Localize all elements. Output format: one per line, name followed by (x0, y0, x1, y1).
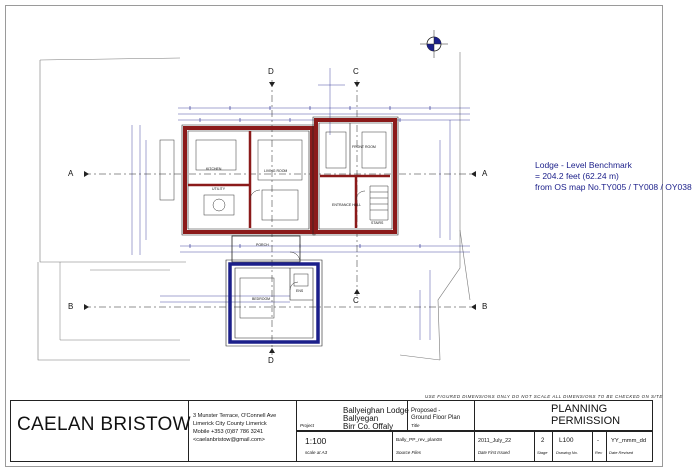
source-file-cell: Bally_PP_rev_plan08 Source Files (393, 431, 475, 461)
source-file: Bally_PP_rev_plan08 (396, 438, 442, 443)
drawing-number-label: Drawing No. (556, 450, 579, 455)
mobile-number: Mobile +353 (0)87 786 3241 (193, 429, 264, 435)
garden-area (59, 262, 180, 341)
room-label-living: LIVING ROOM (264, 169, 288, 173)
date-issued-label: Date First Issued (478, 450, 510, 455)
room-label-utility: UTILITY (212, 187, 226, 191)
dimension-note: USE FIGURED DIMENSIONS ONLY DO NOT SCALE… (425, 394, 663, 399)
section-arrows (84, 82, 476, 353)
date-revised: YY_mmm_dd (611, 438, 647, 444)
walls-bedroom-outline (225, 259, 323, 347)
project-name-2: Ballyegan (343, 414, 379, 423)
stage-label: Stage (537, 450, 548, 455)
stage-cell: 2 Stage (535, 431, 553, 461)
walls-east-wing (314, 118, 397, 234)
section-marker-d-top: D (268, 67, 274, 76)
room-label-ensuite: ENS (296, 289, 304, 293)
revision-value: - (597, 438, 599, 444)
dimension-lines (131, 68, 470, 340)
room-label-bedroom: BEDROOM (252, 297, 271, 301)
date-revised-label: Date Revised (609, 450, 634, 455)
status-line-2: PERMISSION (551, 415, 621, 427)
dimension-ticks (189, 106, 431, 248)
room-label-front-room: FRONT ROOM (352, 145, 376, 149)
fixtures (159, 131, 389, 319)
section-lines (84, 80, 476, 355)
walls-main (183, 126, 314, 234)
stage-value: 2 (541, 438, 545, 444)
scale-cell: 1:100 scale at A3 (297, 431, 393, 461)
scale-value: 1:100 (305, 436, 327, 446)
architect-name: CAELAN BRISTOW (17, 414, 191, 435)
address-line-1: 3 Munster Terrace, O'Connell Ave (193, 413, 277, 419)
address-line-2: Limerick City County Limerick (193, 421, 267, 427)
section-marker-a-left: A (68, 169, 74, 178)
email-address: <caelanbristow@gmail.com> (193, 437, 265, 443)
status-line-1: PLANNING (551, 403, 608, 415)
architect-cell: CAELAN BRISTOW (11, 401, 191, 461)
section-marker-b-left: B (68, 302, 74, 311)
room-label-porch: PORCH (256, 243, 269, 247)
date-issued-cell: 2011_July_22 Date First Issued (475, 431, 535, 461)
scale-label: scale at A3 (305, 450, 328, 455)
drawing-number-cell: L100 Drawing No. (553, 431, 593, 461)
room-label-entrance: ENTRANCE HALL (332, 203, 361, 207)
walls-porch (231, 235, 301, 263)
interior-walls (188, 131, 390, 228)
site-boundary (37, 52, 471, 361)
room-label-stairs: STAIRS (371, 221, 384, 225)
doors (249, 189, 366, 291)
section-marker-a-right: A (482, 169, 488, 178)
revision-cell: - Rev (593, 431, 607, 461)
drawing-title-2: Ground Floor Plan (411, 415, 461, 421)
level-benchmark-note: Lodge - Level Benchmark = 204.2 feet (62… (535, 160, 692, 193)
title-block: CAELAN BRISTOW 3 Munster Terrace, O'Conn… (10, 400, 653, 462)
project-name-1: Ballyeighan Lodge (343, 406, 409, 415)
revision-label: Rev (595, 450, 603, 455)
drawing-title-1: Proposed - (411, 408, 441, 414)
section-marker-d-bottom: D (268, 356, 274, 365)
source-file-label: Source Files (396, 450, 422, 455)
project-cell: Project Ballyeighan Lodge Ballyegan Birr… (297, 401, 475, 431)
address-cell: 3 Munster Terrace, O'Connell Ave Limeric… (189, 401, 297, 461)
drawing-sheet (5, 5, 663, 467)
title-label: Title (411, 423, 420, 428)
floor-plan-drawing (37, 30, 476, 361)
date-first-issued: 2011_July_22 (478, 438, 512, 444)
section-marker-c-top: C (353, 67, 359, 76)
benchmark-line-3: from OS map No.TY005 / TY008 / OY038 (535, 182, 692, 192)
north-arrow (420, 30, 448, 58)
status-cell: PLANNING PERMISSION (475, 401, 653, 431)
section-marker-b-right: B (482, 302, 488, 311)
drawing-number: L100 (559, 437, 574, 444)
project-label: Project (300, 423, 315, 428)
project-name-3: Birr Co. Offaly (343, 422, 394, 431)
benchmark-line-1: Lodge - Level Benchmark (535, 160, 632, 170)
benchmark-line-2: = 204.2 feet (62.24 m) (535, 171, 619, 181)
section-marker-c-bottom: C (353, 296, 359, 305)
walls-bedroom-wing (228, 262, 320, 344)
date-revised-cell: YY_mmm_dd Date Revised (607, 431, 653, 461)
room-label-kitchen: KITCHEN (206, 167, 222, 171)
